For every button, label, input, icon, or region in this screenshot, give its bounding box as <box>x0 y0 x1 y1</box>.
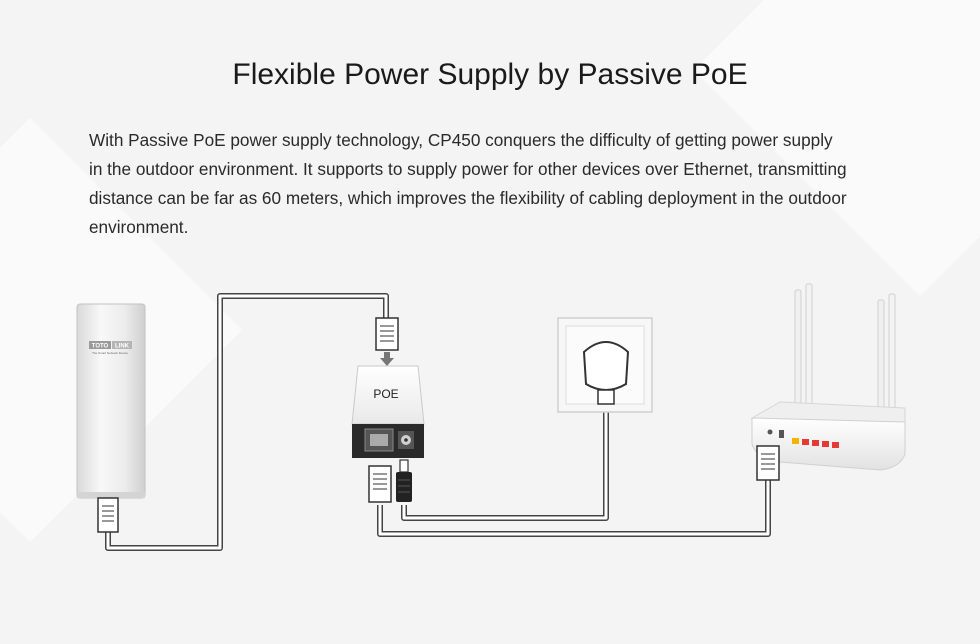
description-line: distance can be far as 60 meters, which … <box>89 188 847 208</box>
description-line: environment. <box>89 217 189 237</box>
description-line: in the outdoor environment. It supports … <box>89 159 847 179</box>
dc-power-plug <box>396 459 412 502</box>
wall-socket <box>557 317 653 413</box>
rj45-connector-poe-input <box>375 317 399 351</box>
page-title: Flexible Power Supply by Passive PoE <box>232 58 748 91</box>
totolink-logo: TOTO LINK The Smart Network Device <box>89 341 132 355</box>
rj45-connector-cpe <box>97 497 119 533</box>
description: With Passive PoE power supply technology… <box>89 126 909 242</box>
poe-injector: POE <box>351 365 425 458</box>
svg-text:The Smart Network Device: The Smart Network Device <box>92 351 128 355</box>
cable-poe-to-router <box>377 480 771 537</box>
svg-text:LINK: LINK <box>115 343 130 349</box>
cpe-device: TOTO LINK The Smart Network Device <box>76 303 146 499</box>
arrow-down-icon <box>380 352 394 366</box>
cable-cpe-to-poe <box>105 293 389 551</box>
description-line: With Passive PoE power supply technology… <box>89 130 833 150</box>
poe-label: POE <box>373 387 398 401</box>
router-device <box>750 283 906 471</box>
rj45-connector-router <box>756 445 780 481</box>
svg-text:TOTO: TOTO <box>92 343 109 349</box>
rj45-connector-poe-output <box>368 465 392 503</box>
cable-power-to-socket <box>401 408 609 521</box>
